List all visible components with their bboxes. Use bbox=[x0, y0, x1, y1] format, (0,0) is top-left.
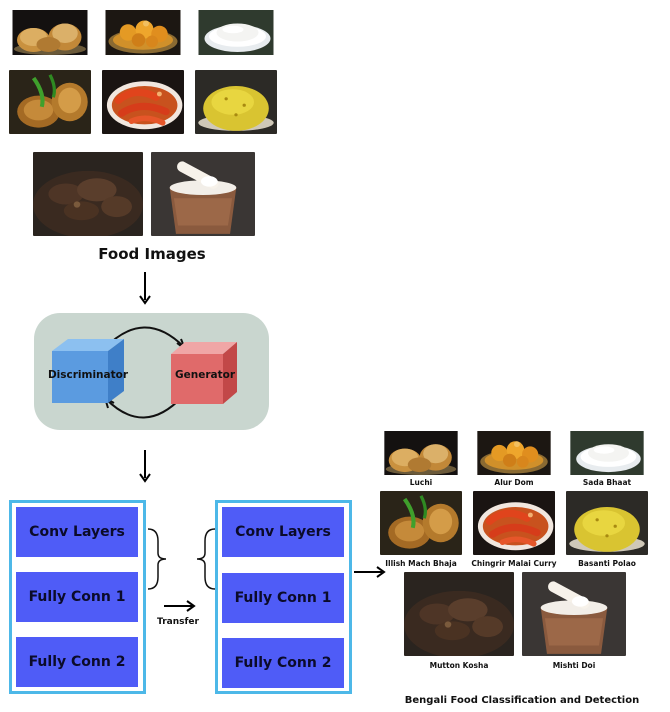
source-fully-conn-2-block: Fully Conn 2 bbox=[16, 637, 138, 687]
output-image-chingri bbox=[473, 491, 555, 555]
output-label-polao: Basanti Polao bbox=[578, 559, 636, 568]
output-image-alur-dom bbox=[473, 431, 555, 475]
source-brace bbox=[147, 528, 167, 590]
target-fully-conn-1-block: Fully Conn 1 bbox=[222, 573, 344, 623]
output-label-luchi: Luchi bbox=[409, 478, 433, 487]
source-fully-conn-1-block: Fully Conn 1 bbox=[16, 572, 138, 622]
down-arrow-icon bbox=[139, 272, 151, 305]
target-conv-layers-block: Conv Layers bbox=[222, 507, 344, 557]
food-image-ilish bbox=[9, 70, 91, 134]
output-label-sada-bhaat: Sada Bhaat bbox=[582, 478, 632, 487]
output-label-doi: Mishti Doi bbox=[552, 661, 596, 670]
output-caption: Bengali Food Classification and Detectio… bbox=[404, 695, 640, 706]
generator-cube bbox=[171, 342, 237, 404]
down-arrow-icon bbox=[139, 450, 151, 483]
output-arrow-icon bbox=[354, 566, 386, 578]
output-image-sada-bhaat bbox=[566, 431, 648, 475]
food-image-doi bbox=[151, 152, 255, 236]
food-image-alur-dom bbox=[102, 10, 184, 55]
food-image-sada-bhaat bbox=[195, 10, 277, 55]
output-image-luchi bbox=[380, 431, 462, 475]
food-image-polao bbox=[195, 70, 277, 134]
food-images-label: Food Images bbox=[98, 245, 206, 263]
output-label-mutton: Mutton Kosha bbox=[429, 661, 489, 670]
output-image-doi bbox=[522, 572, 626, 656]
output-image-polao bbox=[566, 491, 648, 555]
discriminator-cube bbox=[52, 339, 124, 403]
output-label-alur-dom: Alur Dom bbox=[494, 478, 534, 487]
target-brace bbox=[196, 528, 216, 590]
food-image-luchi bbox=[9, 10, 91, 55]
transfer-arrow-icon bbox=[164, 600, 196, 612]
target-fully-conn-2-block: Fully Conn 2 bbox=[222, 638, 344, 688]
output-image-ilish bbox=[380, 491, 462, 555]
output-label-chingri: Chingrir Malai Curry bbox=[471, 559, 557, 568]
transfer-label: Transfer bbox=[157, 617, 199, 627]
source-conv-layers-block: Conv Layers bbox=[16, 507, 138, 557]
generator-label: Generator bbox=[174, 369, 235, 381]
output-image-mutton bbox=[404, 572, 514, 656]
food-image-mutton bbox=[33, 152, 143, 236]
discriminator-label: Discriminator bbox=[47, 369, 129, 381]
food-image-chingri bbox=[102, 70, 184, 134]
output-label-ilish: Illish Mach Bhaja bbox=[385, 559, 457, 568]
